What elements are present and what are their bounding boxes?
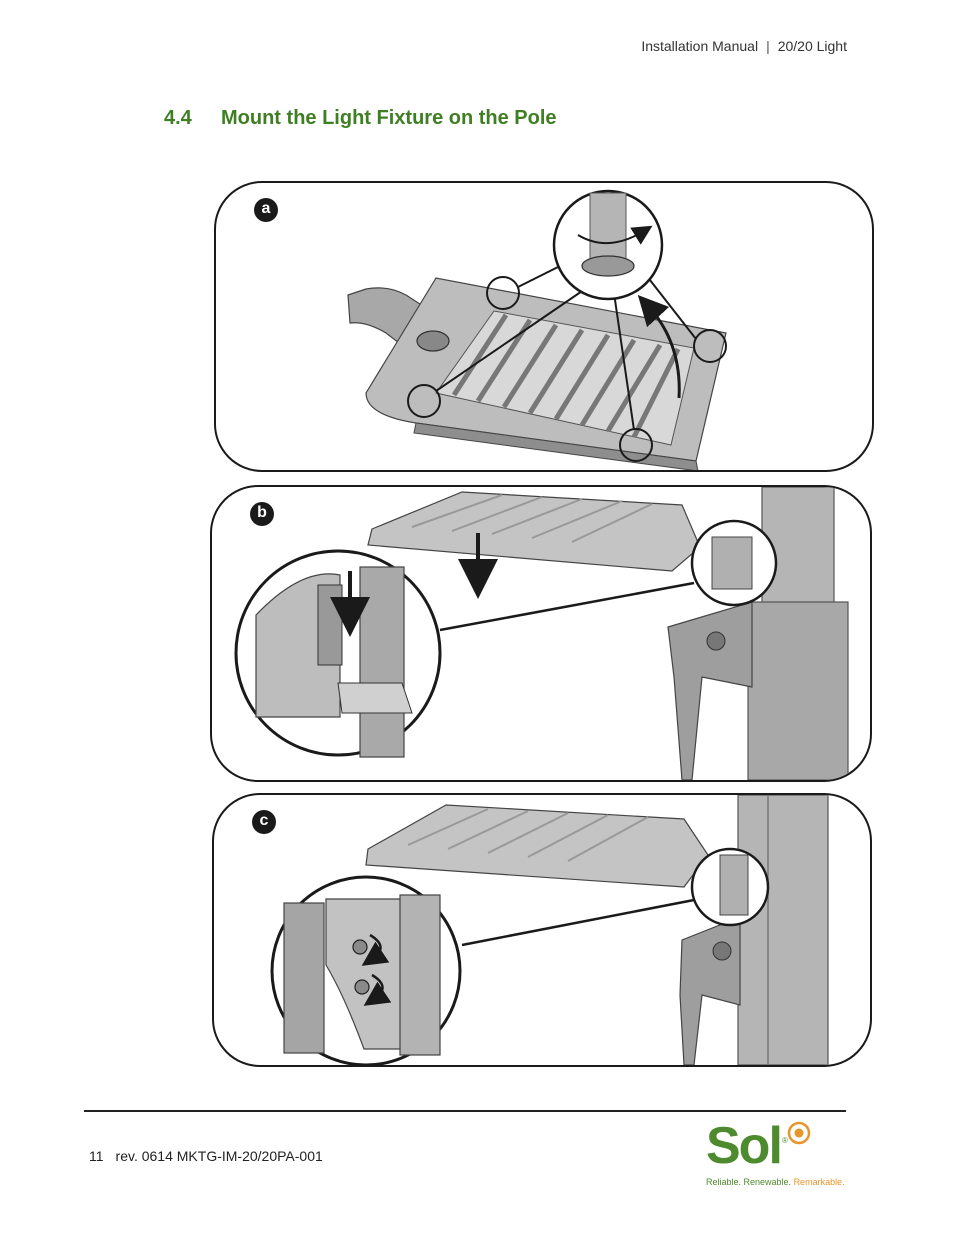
- leader-line: [439, 581, 695, 632]
- sol-logo: Sol ® Reliable. Renewable. Remarkable.: [706, 1117, 851, 1192]
- screw-callout: [407, 384, 441, 418]
- header-doc-title: Installation Manual: [641, 38, 759, 54]
- pole-bracket: [667, 601, 753, 780]
- page-header: Installation Manual | 20/20 Light: [641, 38, 847, 54]
- tagline-part-1: Reliable. Renewable.: [706, 1177, 794, 1187]
- page-number: 11: [89, 1148, 104, 1164]
- revision-code: rev. 0614 MKTG-IM-20/20PA-001: [115, 1148, 323, 1164]
- illustration-panel-b: b: [210, 485, 872, 782]
- sun-icon: [787, 1121, 811, 1145]
- rotate-arrow-icon: [577, 225, 653, 245]
- sensor: [416, 330, 450, 352]
- fixture-tighten-illustration: [270, 795, 829, 1065]
- panel-label-a: a: [254, 198, 278, 222]
- lift-arrow-icon: [637, 294, 681, 399]
- header-product: 20/20 Light: [777, 38, 847, 54]
- logo-tagline: Reliable. Renewable. Remarkable.: [706, 1177, 845, 1187]
- logo-registered-mark: ®: [782, 1136, 788, 1145]
- fixture-lowering-illustration: [234, 487, 849, 780]
- section-heading: 4.4 Mount the Light Fixture on the Pole: [164, 107, 557, 130]
- tighten-arrow-icon: [361, 933, 390, 966]
- pole-bracket: [679, 916, 741, 1065]
- tighten-arrow-icon: [363, 973, 392, 1006]
- tagline-part-2: Remarkable.: [793, 1177, 845, 1187]
- screwdriver: [589, 192, 627, 264]
- pole-detail: [359, 566, 405, 758]
- screw-callout: [486, 276, 520, 310]
- screw-callout: [619, 428, 653, 462]
- fixture-underside-illustration: [347, 189, 727, 470]
- pole-sleeve: [747, 601, 849, 780]
- footer-rule: [84, 1110, 846, 1112]
- section-title: Mount the Light Fixture on the Pole: [221, 107, 557, 129]
- pole: [737, 795, 829, 1065]
- fixture-housing: [365, 804, 709, 888]
- pole-detail: [399, 894, 441, 1056]
- illustration-panel-c: c: [212, 793, 872, 1067]
- screw-callout: [693, 329, 727, 363]
- header-separator: |: [766, 38, 770, 54]
- illustration-panel-a: a: [214, 181, 874, 472]
- screw-icon: [354, 979, 370, 995]
- section-number: 4.4: [164, 107, 192, 129]
- page-footer: 11 rev. 0614 MKTG-IM-20/20PA-001: [89, 1148, 323, 1164]
- logo-wordmark: Sol: [706, 1117, 783, 1175]
- screw-icon: [352, 939, 368, 955]
- panel-label-b: b: [250, 502, 274, 526]
- panel-label-c: c: [252, 810, 276, 834]
- leader-line: [461, 898, 695, 947]
